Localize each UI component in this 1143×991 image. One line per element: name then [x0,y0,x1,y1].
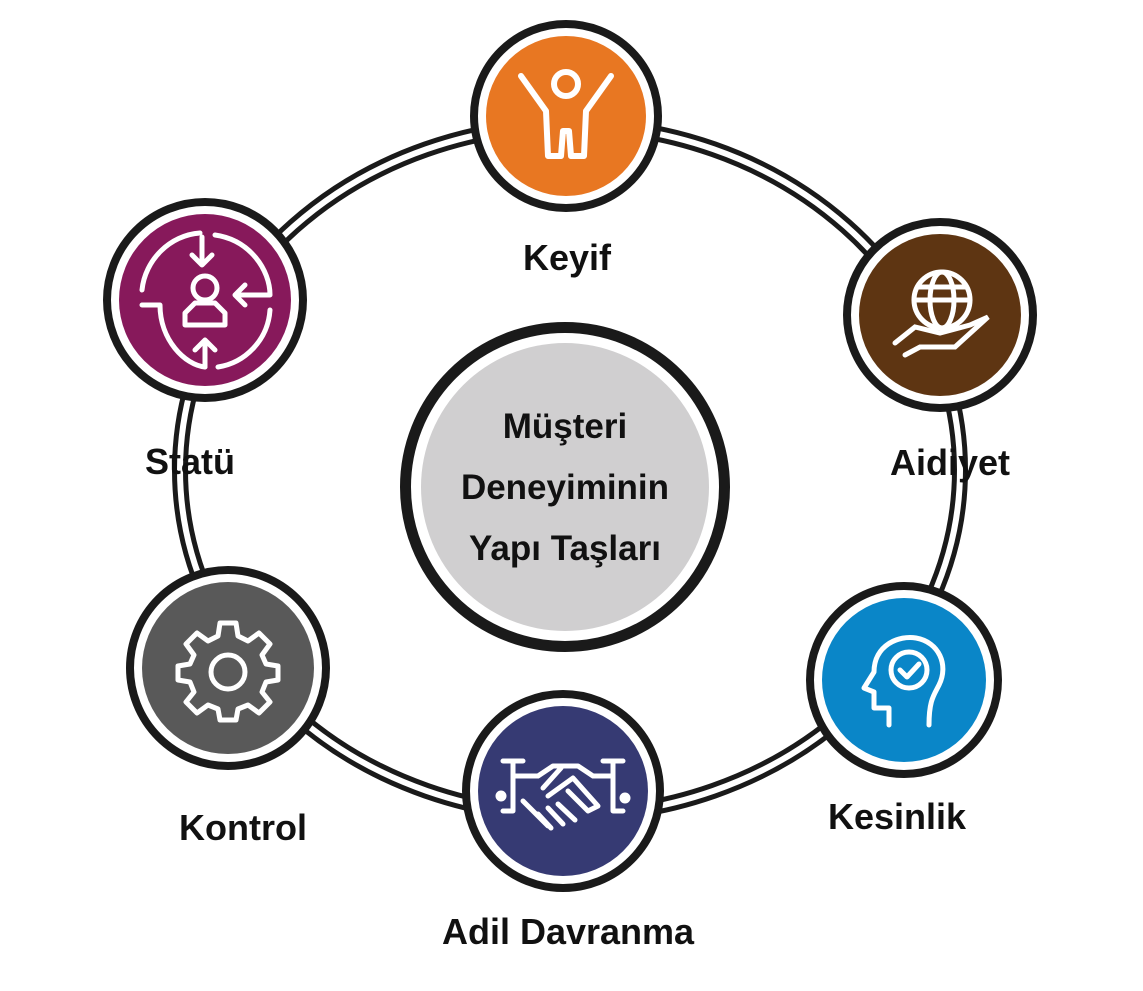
node-adil-davranma [462,690,664,892]
node-statu [103,198,307,402]
label-keyif: Keyif [522,237,612,278]
globe-in-hand-icon [859,234,1021,396]
center-circle: Müşteri Deneyiminin Yapı Taşları [400,322,730,652]
node-keyif [470,20,662,212]
center-title-line-2: Deneyiminin [460,467,670,507]
person-raised-arms-icon [486,36,646,196]
label-kesinlik: Kesinlik [827,796,967,837]
label-aidiyet: Aidiyet [889,442,1011,483]
center-title-line-1: Müşteri [502,406,628,446]
node-kesinlik [806,582,1002,778]
label-adil-davranma: Adil Davranma [441,911,695,952]
node-kontrol [126,566,330,770]
label-statu: Statü [145,441,235,482]
handshake-icon [478,706,648,876]
gear-icon [142,582,314,754]
label-kontrol: Kontrol [179,807,307,848]
person-arrows-cycle-icon [119,214,291,386]
center-title-line-3: Yapı Taşları [469,528,661,568]
head-checkmark-icon [822,598,986,762]
node-aidiyet [843,218,1037,412]
